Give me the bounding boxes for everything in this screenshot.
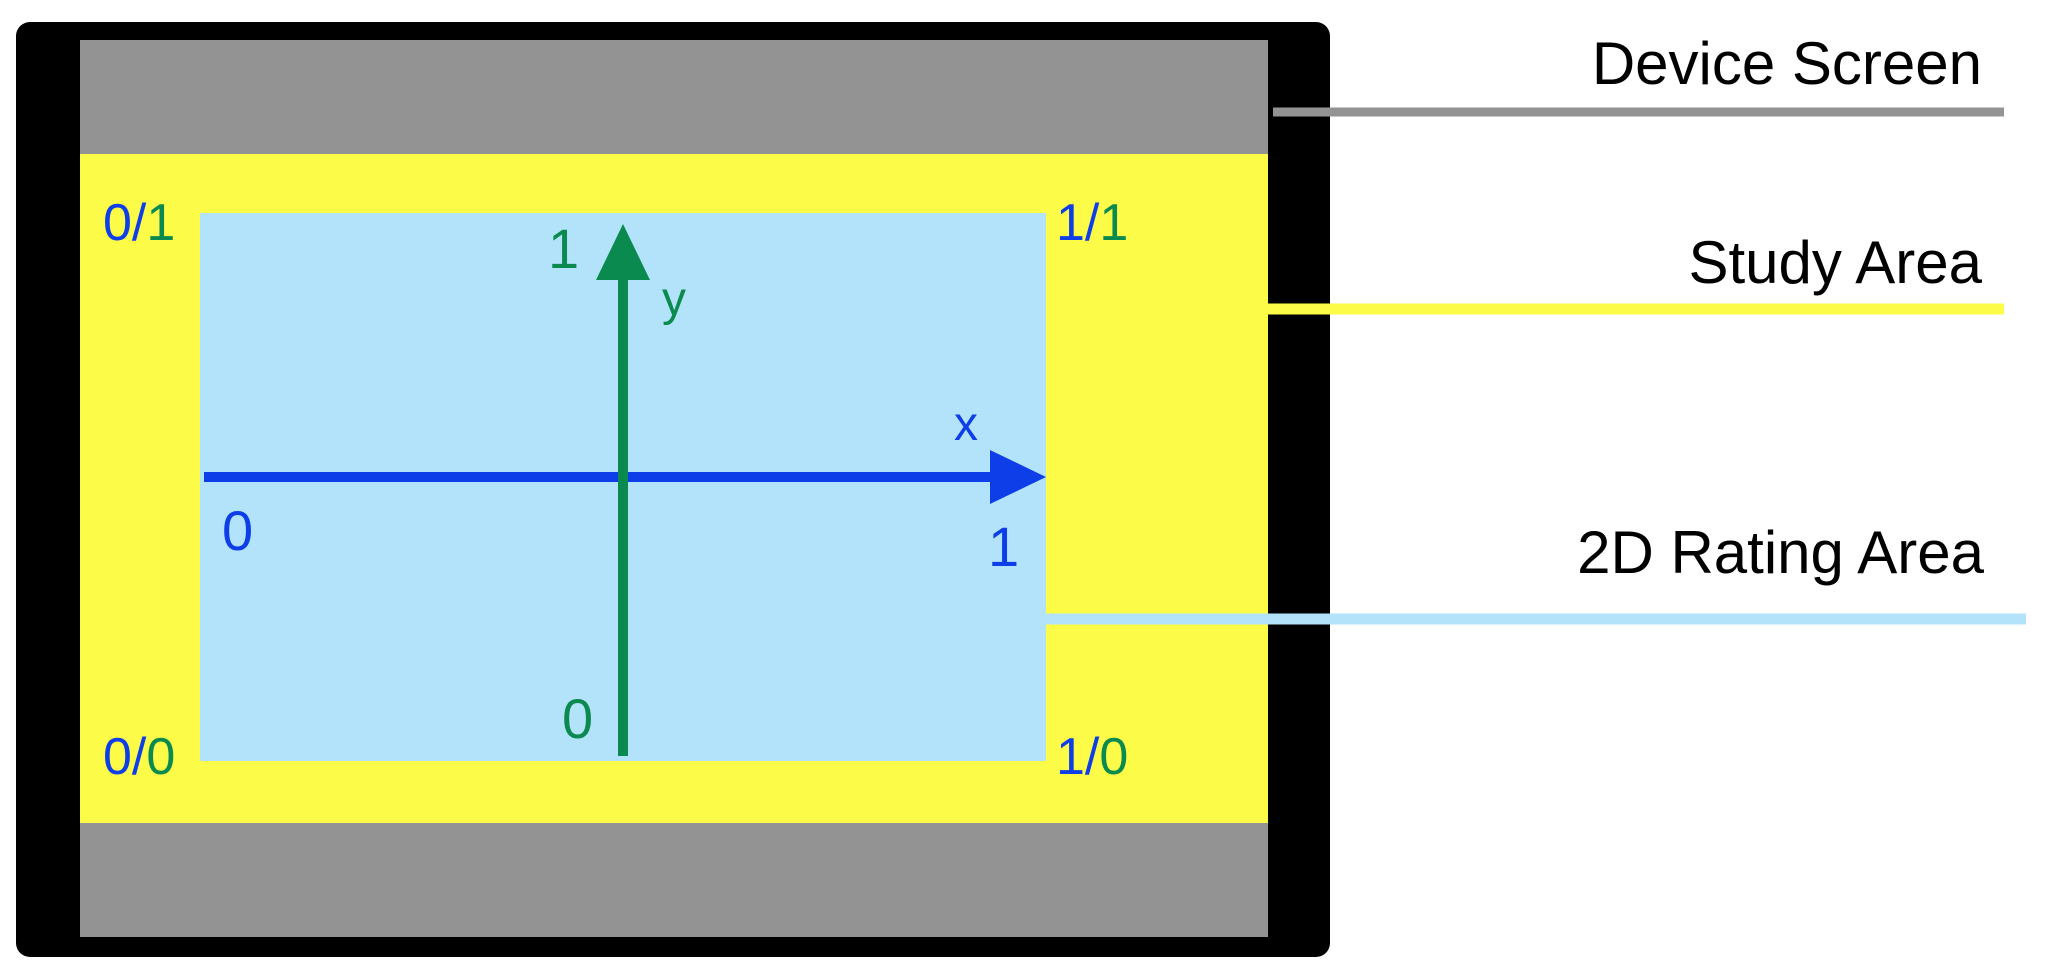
y-axis-arrowhead (596, 224, 650, 280)
corner-label-top-left: 0/1 (103, 194, 175, 252)
corner-label-top-right: 1/1 (1056, 194, 1128, 252)
y-axis-name: y (662, 273, 686, 326)
x-axis-min-label: 0 (222, 499, 253, 562)
corner-label-bottom-left: 0/0 (103, 728, 175, 786)
x-axis-name: x (954, 398, 978, 451)
x-axis-arrowhead (990, 450, 1046, 504)
corner-label-bottom-right: 1/0 (1056, 728, 1128, 786)
y-axis-max-label: 1 (548, 217, 579, 280)
y-axis-min-label: 0 (562, 687, 593, 750)
device-screen-label: Device Screen (1591, 30, 1982, 97)
study-area-label: Study Area (1688, 229, 1982, 296)
rating-area-label: 2D Rating Area (1577, 519, 1984, 586)
x-axis-max-label: 1 (988, 515, 1019, 578)
